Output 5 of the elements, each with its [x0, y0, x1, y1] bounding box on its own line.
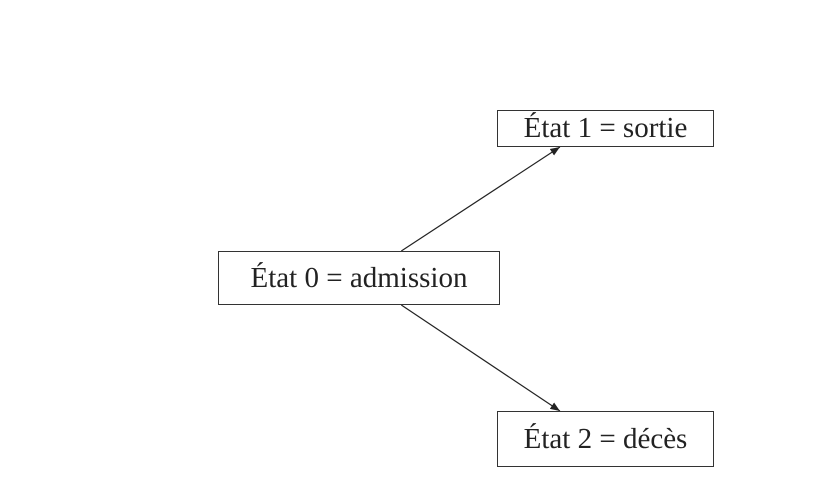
arrow — [400, 146, 560, 252]
state-box: État 1 = sortie — [497, 110, 714, 147]
state-box: État 0 = admission — [218, 251, 500, 305]
state-box: État 2 = décès — [497, 411, 714, 467]
arrow — [400, 304, 560, 412]
